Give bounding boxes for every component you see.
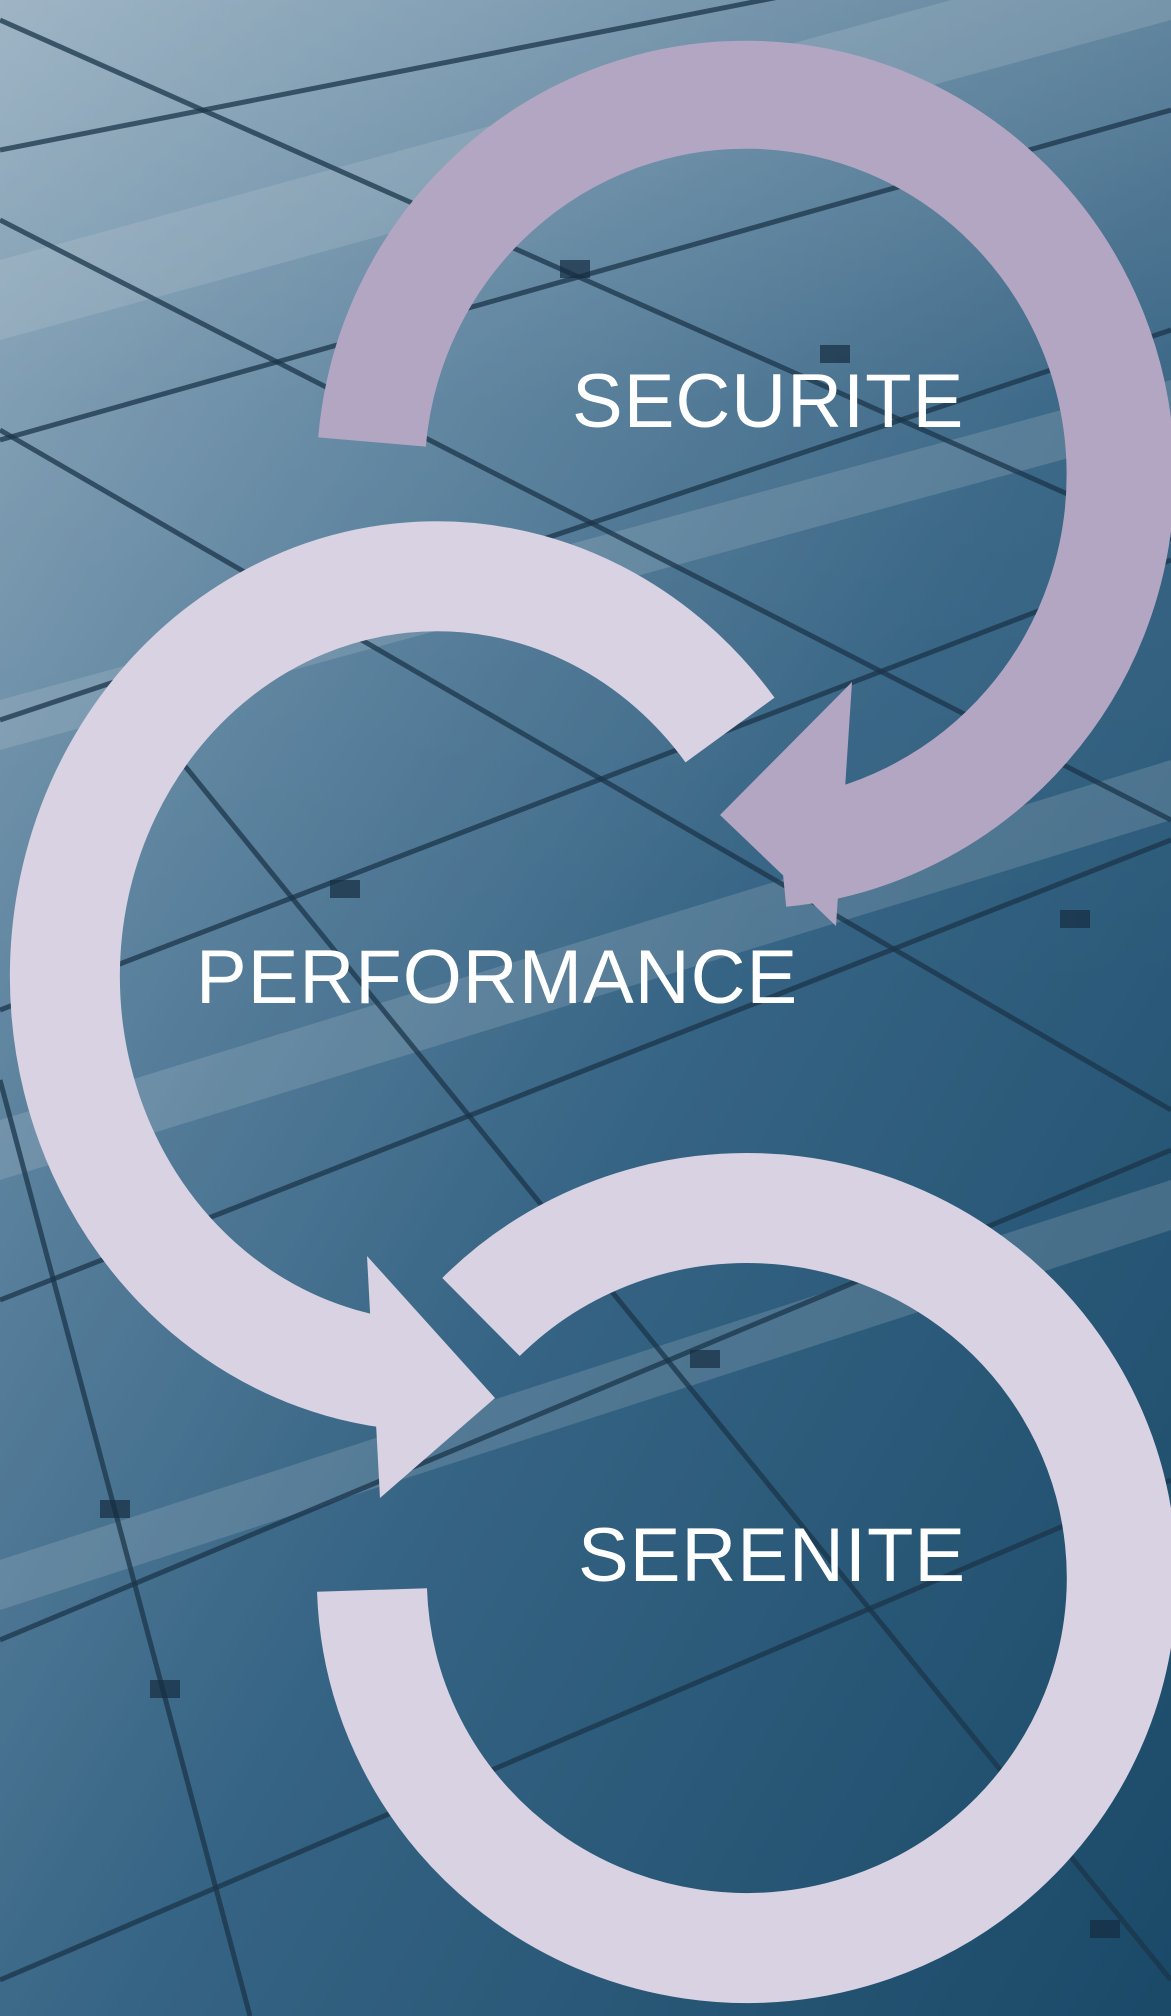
securite-label: SECURITE — [572, 359, 965, 444]
performance-arrowhead-icon — [367, 1256, 495, 1498]
performance-arc — [9, 521, 775, 1431]
securite-loop — [318, 40, 1171, 926]
performance-label: PERFORMANCE — [196, 935, 799, 1020]
performance-loop — [9, 521, 775, 1498]
securite-arc — [318, 40, 1171, 907]
serenite-label: SERENITE — [578, 1513, 967, 1598]
serenite-arc — [317, 1153, 1171, 2003]
securite-arrowhead-icon — [720, 682, 852, 926]
serenite-loop — [317, 1153, 1171, 2003]
